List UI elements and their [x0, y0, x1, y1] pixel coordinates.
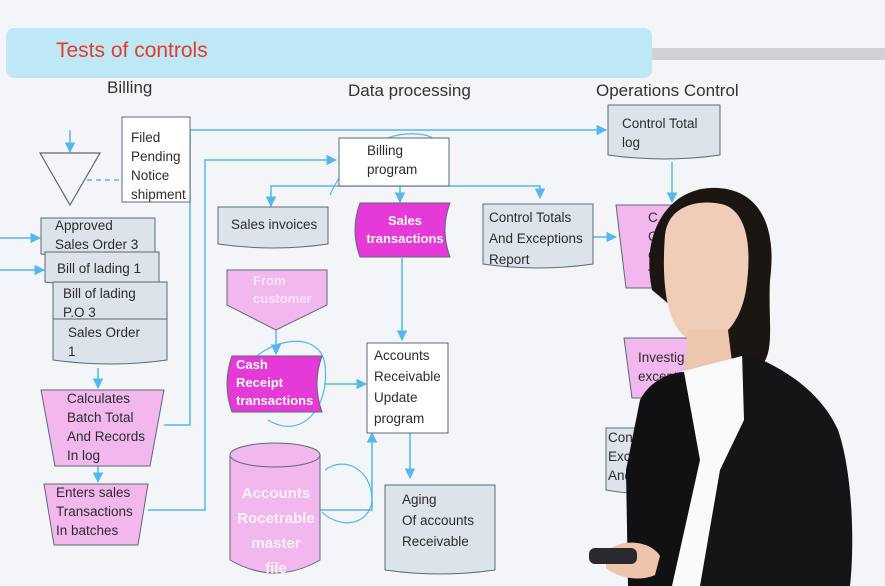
presenter-remote-icon: [589, 548, 637, 564]
ar-master-file-text: Accounts Rocetrable master file: [237, 485, 315, 577]
line-calc-up: [164, 124, 608, 426]
bill-of-lading-po-text: Bill of lading P.O 3: [63, 286, 136, 320]
ar-update-program-text: Accounts Receivable Update program: [374, 348, 441, 426]
control-total-log-text: Control Total log: [622, 116, 698, 150]
manual-op-calculates: [40, 389, 165, 467]
column-heading-billing: Billing: [107, 78, 153, 97]
ar-master-cylinder: [229, 442, 321, 574]
billing-program-text: Billing program: [367, 143, 418, 177]
presenter-jacket-right: [700, 352, 853, 586]
cash-receipt-shape: [226, 355, 323, 413]
filed-box: [121, 116, 191, 203]
doc-aging: [384, 484, 496, 575]
cash-receipt-text: Cash Receipt transactions: [236, 357, 314, 408]
presenter-jacket-left: [626, 372, 700, 586]
aging-report-text: Aging Of accounts Receivable: [402, 492, 475, 549]
line-master-update: [320, 431, 378, 511]
presenter-face: [663, 202, 749, 343]
bill-of-lading-1-text: Bill of lading 1: [57, 261, 142, 276]
column-heading-operations: Operations Control: [596, 81, 739, 100]
manual-input-enters: [43, 483, 149, 546]
doc-control-log: [607, 104, 721, 160]
enters-sales-text: Enters sales Transactions In batches: [56, 485, 133, 538]
sales-order-text: Sales Order 1: [68, 325, 141, 359]
file-triangle: [38, 152, 102, 207]
annotation-loop-master: [321, 463, 373, 524]
doc-sales-order: [52, 318, 168, 365]
doc-sales-invoices: [217, 206, 329, 249]
doc-control-totals: [482, 203, 594, 269]
from-customer-shape: [226, 269, 328, 331]
annotation-loop-cash: [239, 340, 327, 427]
column-heading-data-processing: Data processing: [348, 81, 471, 100]
sales-transactions-shape: [354, 202, 451, 258]
line-enters-to-program: [148, 154, 338, 511]
filed-pending-text: Filed Pending Notice shipment: [131, 130, 186, 202]
ar-update-box: [366, 342, 449, 434]
approved-sales-order-text: Approved Sales Order 3: [55, 218, 139, 252]
slide-title: Tests of controls: [56, 39, 208, 62]
calculates-text: Calculates Batch Total And Records In lo…: [67, 391, 146, 463]
slide-edge-bar: [652, 48, 885, 60]
investigate-exceptions-text: Investig except: [638, 350, 685, 384]
control-totals-report-text: Control Totals And Exceptions Report: [489, 210, 583, 267]
sales-invoices-text: Sales invoices: [231, 217, 318, 232]
from-customer-text: From customer: [253, 273, 312, 306]
sales-transactions-text: Sales transactions: [366, 213, 444, 246]
title-band: [6, 28, 652, 78]
billing-program-box: [338, 137, 450, 187]
